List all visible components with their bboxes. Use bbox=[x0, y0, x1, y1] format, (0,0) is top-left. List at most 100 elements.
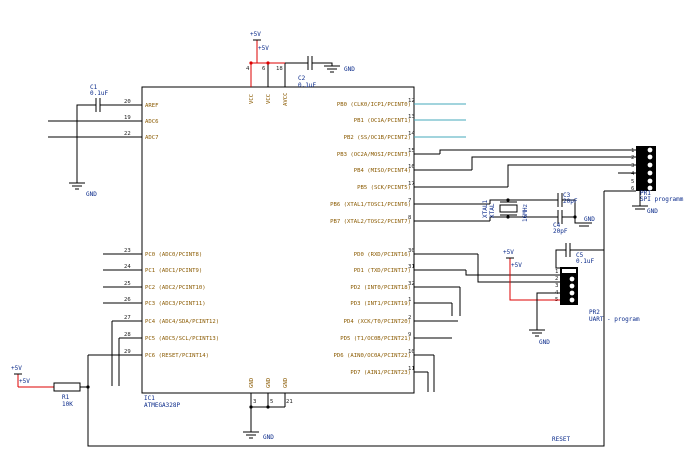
right-wires bbox=[427, 149, 636, 392]
pin-number: 1 bbox=[631, 148, 634, 154]
pin-label: AREF bbox=[145, 103, 159, 109]
header-pin bbox=[569, 276, 575, 282]
pin-number: 19 bbox=[124, 115, 131, 121]
pin-number: 3 bbox=[253, 399, 256, 405]
wire bbox=[465, 270, 560, 276]
gnd-label: GND bbox=[86, 191, 97, 198]
pin-number: 15 bbox=[408, 148, 415, 154]
pin-number: 2 bbox=[555, 276, 558, 282]
pin-number: 1 bbox=[408, 297, 411, 303]
pin-label: PD4 (XCK/T0/PCINT20) bbox=[344, 319, 411, 325]
vcc-label-2: +5V bbox=[258, 45, 269, 52]
pin-number: 2 bbox=[631, 155, 634, 161]
pin-number: 2 bbox=[408, 315, 411, 321]
c2-name: C2 bbox=[298, 75, 306, 82]
c2-value: 0.1uF bbox=[298, 82, 316, 89]
gnd-label: GND bbox=[539, 339, 550, 346]
ic-value: ATMEGA328P bbox=[144, 402, 181, 409]
ic-name: IC1 bbox=[144, 395, 155, 402]
wire bbox=[312, 62, 333, 66]
pin-label: PD1 (TXD/PCINT17) bbox=[354, 268, 411, 274]
pin-number: 5 bbox=[631, 179, 634, 185]
ic-body bbox=[141, 86, 415, 394]
header-pin bbox=[569, 297, 575, 303]
header-pin bbox=[647, 185, 653, 191]
pin-label: PC4 (ADC4/SDA/PCINT12) bbox=[145, 319, 219, 325]
pin-label: ADC6 bbox=[145, 119, 158, 125]
pin-label: AVCC bbox=[283, 93, 289, 106]
pin-number: 22 bbox=[124, 131, 131, 137]
pin-number: 30 bbox=[408, 248, 415, 254]
header-pin bbox=[569, 290, 575, 296]
crystal bbox=[499, 204, 518, 213]
pin-number: 10 bbox=[408, 349, 415, 355]
c3-value: 20pF bbox=[563, 198, 578, 205]
wire bbox=[536, 292, 560, 330]
pin-number: 11 bbox=[408, 366, 415, 372]
junction-dot bbox=[266, 61, 270, 65]
c4-value: 20pF bbox=[553, 228, 568, 235]
wire bbox=[471, 156, 636, 170]
pin-number: 6 bbox=[631, 186, 634, 192]
pr2-value: UART - program bbox=[589, 316, 640, 323]
header-pin bbox=[647, 170, 653, 176]
pin-number: 21 bbox=[286, 399, 293, 405]
pr2-name: PR2 bbox=[589, 309, 600, 316]
pin-number: 6 bbox=[262, 66, 265, 72]
right-pins: 1 2 PB0 (CLK0/ICP1/PCINT0) 13 PB1 (OC1A/P… bbox=[330, 98, 508, 376]
gnd-label: GND bbox=[647, 208, 658, 215]
pin-label: PC6 (RESET/PCINT14) bbox=[145, 353, 209, 359]
junction-dot bbox=[266, 405, 270, 409]
junction-dot bbox=[506, 215, 510, 219]
pin-number: 9 bbox=[408, 332, 411, 338]
pin-number: 1 bbox=[555, 269, 558, 275]
vcc-label: +5V bbox=[250, 31, 261, 38]
pin-number: 32 bbox=[408, 281, 415, 287]
pr1-name: PR1 bbox=[640, 190, 651, 197]
header-pin bbox=[647, 147, 653, 153]
header-pin bbox=[647, 162, 653, 168]
pin-label: GND bbox=[249, 377, 255, 388]
reset-wire bbox=[87, 191, 605, 447]
pin-number: 5 bbox=[270, 399, 273, 405]
pin-label: PB7 (XTAL2/TOSC2/PCINT7) bbox=[330, 219, 411, 225]
pin-number: 7 bbox=[408, 198, 411, 204]
wire bbox=[439, 149, 636, 154]
wire bbox=[555, 249, 566, 269]
header-body bbox=[560, 267, 578, 305]
pin-number: 14 bbox=[408, 131, 415, 137]
pin-label: PD7 (AIN1/PCINT23) bbox=[350, 370, 411, 376]
pin-number: 28 bbox=[124, 332, 131, 338]
junction-dot bbox=[573, 215, 577, 219]
vcc-label: +5V bbox=[503, 249, 514, 256]
c5-name: C5 bbox=[576, 252, 584, 259]
pin-number: 20 bbox=[124, 99, 131, 105]
pin-label: PB5 (SCK/PCINT5) bbox=[357, 185, 411, 191]
pin-label: PB6 (XTAL1/TOSC1/PCINT6) bbox=[330, 202, 411, 208]
pin-label: GND bbox=[266, 377, 272, 388]
pin-number: 23 bbox=[124, 248, 131, 254]
c1-name: C1 bbox=[90, 84, 98, 91]
pin-label: PD0 (RXD/PCINT16) bbox=[354, 252, 411, 258]
pin-label: PB1 (OC1A/PCINT1) bbox=[354, 118, 411, 124]
resistor bbox=[53, 382, 81, 392]
pin-number: 17 bbox=[408, 181, 415, 187]
gnd-label: GND bbox=[263, 434, 274, 441]
c4-name: C4 bbox=[553, 222, 561, 229]
pin-number: 27 bbox=[124, 315, 131, 321]
junction-dot bbox=[506, 198, 510, 202]
bottom-gnd: GND GND GND 3 5 21 GND bbox=[243, 377, 293, 441]
pin-number: 8 bbox=[408, 215, 412, 221]
pin-label: PC3 (ADC3/PCINT11) bbox=[145, 301, 206, 307]
pin-label: PD3 (INT1/PCINT19) bbox=[350, 301, 411, 307]
pin-label: PC0 (ADC0/PCINT8) bbox=[145, 252, 202, 258]
c1: GND C1 0.1uF bbox=[69, 84, 111, 198]
pin-number: 3 bbox=[555, 283, 558, 289]
pin-number: 13 bbox=[408, 114, 415, 120]
vcc-label-2: +5V bbox=[511, 262, 522, 269]
pin-label: PD2 (INT0/PCINT18) bbox=[350, 285, 411, 291]
pin-label: PB0 (CLK0/ICP1/PCINT0) bbox=[337, 102, 411, 108]
header-pin bbox=[569, 283, 575, 289]
pin-label: PB4 (MISO/PCINT4) bbox=[354, 168, 411, 174]
